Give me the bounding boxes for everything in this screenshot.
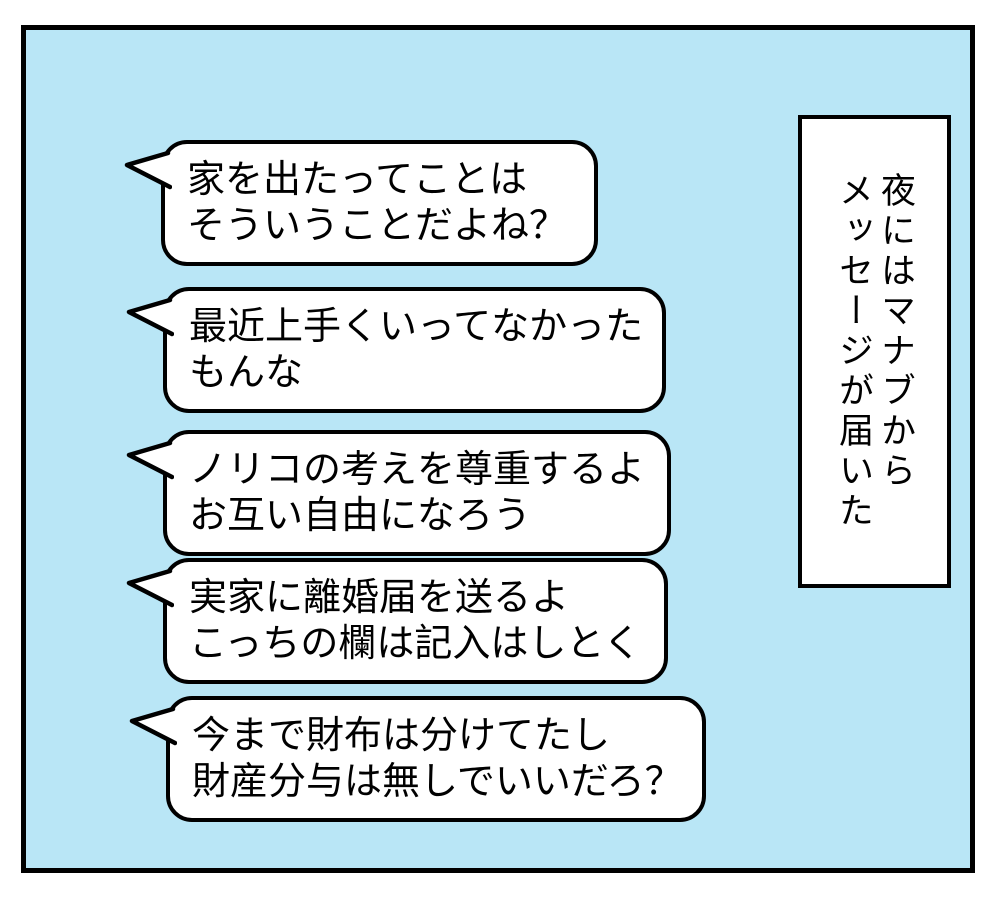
bubble-line: こっちの欄は記入はしとく xyxy=(189,623,642,666)
bubble-line: 実家に離婚届を送るよ xyxy=(189,577,570,619)
bubble-tail-icon xyxy=(126,440,174,480)
bubble-line: 今まで財布は分けてたし xyxy=(192,715,611,757)
bubble-line: お互い自由になろう xyxy=(189,495,532,538)
bubble-line: 財産分与は無しでいいだろ？ xyxy=(192,761,683,804)
bubble-tail-icon xyxy=(126,568,174,608)
narration-line: メッセージが届いた xyxy=(834,171,873,532)
bubble-line: もんな xyxy=(189,352,304,395)
bubble-tail-icon xyxy=(129,706,177,746)
speech-bubble-5: 今まで財布は分けてたし 財産分与は無しでいいだろ？ xyxy=(129,696,706,822)
speech-bubble-4: 実家に離婚届を送るよ こっちの欄は記入はしとく xyxy=(126,558,668,684)
bubble-tail-icon xyxy=(124,150,172,190)
bubble-line: そういうことだよね？ xyxy=(187,205,568,248)
speech-bubble-2: 最近上手くいってなかった もんな xyxy=(126,287,666,413)
bubble-line: ノリコの考えを尊重するよ xyxy=(189,449,646,491)
narration-box: 夜にはマナブから メッセージが届いた xyxy=(798,115,951,588)
bubble-line: 家を出たってことは xyxy=(187,159,528,201)
panel-frame: 夜にはマナブから メッセージが届いた 家を出たってことは そういうことだよね？ … xyxy=(21,25,975,873)
narration-text: 夜にはマナブから メッセージが届いた xyxy=(829,172,920,532)
narration-line: 夜にはマナブから xyxy=(876,171,915,492)
speech-bubble-1: 家を出たってことは そういうことだよね？ xyxy=(124,140,598,266)
bubble-line: 最近上手くいってなかった xyxy=(189,306,644,348)
bubble-tail-icon xyxy=(126,297,174,337)
speech-bubble-3: ノリコの考えを尊重するよ お互い自由になろう xyxy=(126,430,671,556)
